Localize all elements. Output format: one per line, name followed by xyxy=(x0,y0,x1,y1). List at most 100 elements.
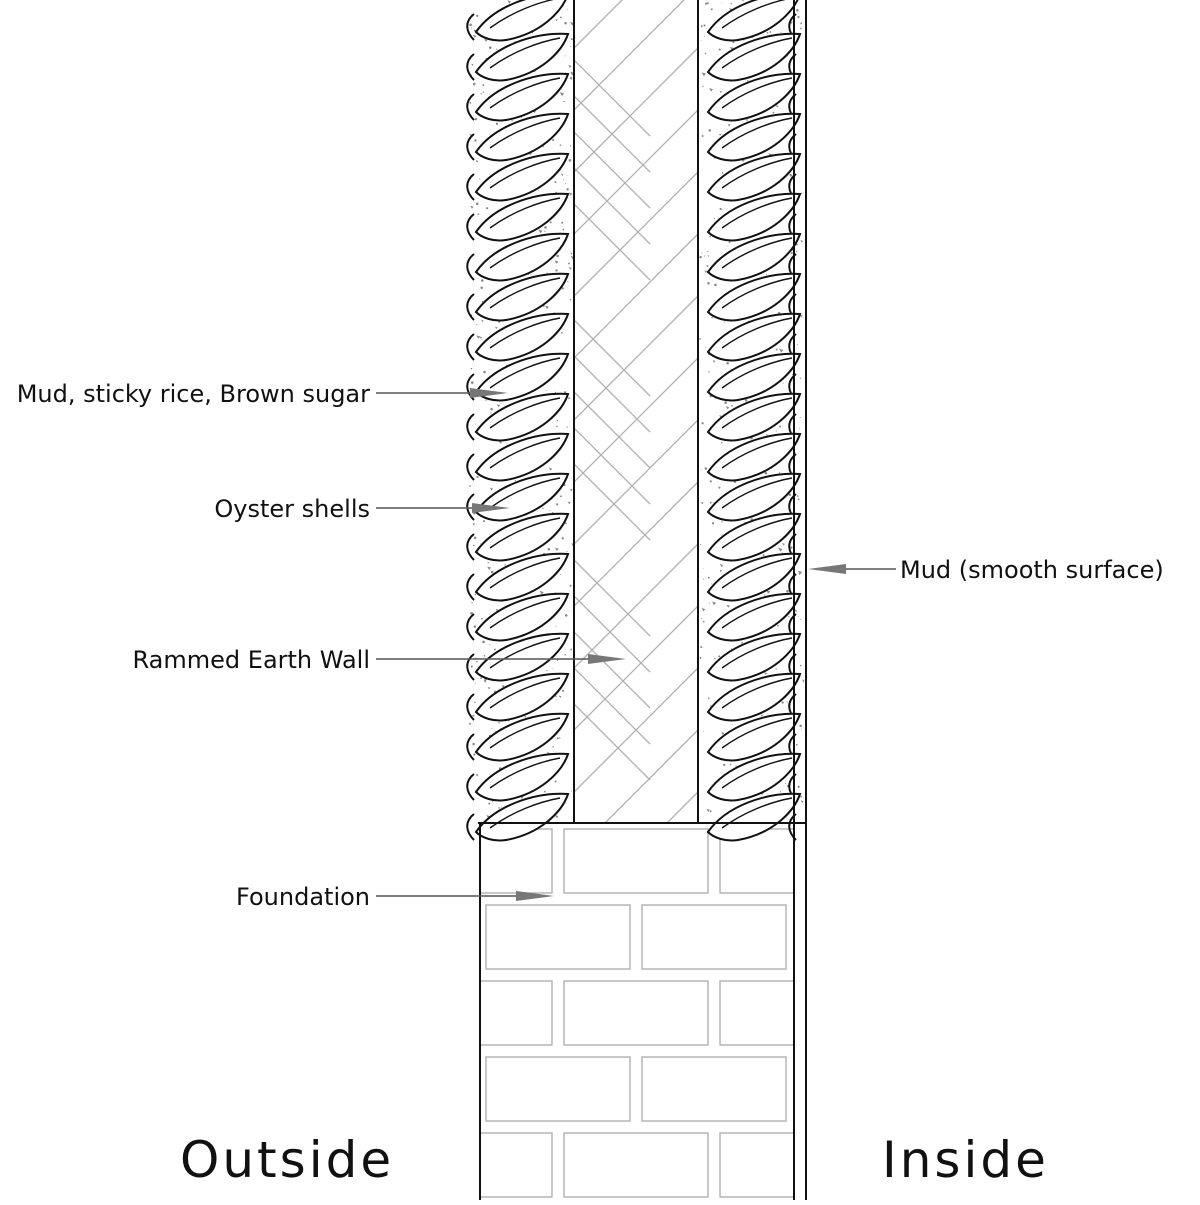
speckle xyxy=(801,679,804,683)
speckle xyxy=(470,367,473,370)
brick xyxy=(798,1057,942,1121)
shell-outline xyxy=(474,192,570,242)
speckle xyxy=(480,286,483,289)
speckle xyxy=(790,252,793,255)
speckle xyxy=(728,8,733,12)
speckle xyxy=(746,119,749,121)
speckle xyxy=(547,548,551,551)
speckle xyxy=(800,377,802,379)
speckle xyxy=(709,88,714,92)
speckle xyxy=(721,172,724,174)
oyster-shell xyxy=(466,152,570,202)
shell-hinge xyxy=(466,133,475,161)
speckle xyxy=(800,239,804,243)
oyster-shell xyxy=(466,752,570,802)
speckle xyxy=(556,254,559,258)
speckle xyxy=(719,207,722,211)
label-inside: Inside xyxy=(882,1131,1049,1189)
speckle xyxy=(568,192,573,196)
shell-hinge xyxy=(466,613,475,641)
speckle xyxy=(475,423,477,425)
speckle xyxy=(718,48,721,51)
oyster-shell xyxy=(706,552,802,602)
shell-outline xyxy=(474,512,570,562)
hatch-line xyxy=(574,419,698,545)
speckle xyxy=(709,235,711,238)
speckle xyxy=(472,714,475,717)
speckle xyxy=(700,501,704,505)
shell-lip xyxy=(489,597,561,629)
speckle xyxy=(568,397,571,400)
speckle xyxy=(777,624,779,627)
speckle xyxy=(469,23,472,27)
speckle xyxy=(473,34,477,38)
speckle xyxy=(779,791,781,793)
speckle xyxy=(480,336,482,339)
hatch-cross-line xyxy=(574,391,651,469)
oyster-shell xyxy=(706,312,802,362)
shell-lip xyxy=(489,277,561,309)
speckle xyxy=(569,77,573,80)
hatch-line xyxy=(574,0,685,111)
shell-hinge xyxy=(466,253,475,281)
speckle xyxy=(799,416,801,418)
speckle xyxy=(764,672,768,676)
speckle xyxy=(474,139,477,142)
speckle xyxy=(788,493,792,497)
speckle xyxy=(475,160,478,163)
speckle xyxy=(482,640,485,644)
speckle xyxy=(701,252,703,254)
speckle xyxy=(781,701,784,704)
speckle xyxy=(722,763,726,767)
shell-outline xyxy=(706,192,802,242)
speckle xyxy=(470,612,473,615)
brick xyxy=(485,904,631,970)
oyster-shells-outer-layer xyxy=(466,0,570,842)
oyster-shell xyxy=(466,72,570,122)
speckle xyxy=(721,521,724,523)
shell-hinge xyxy=(466,213,475,241)
speckle xyxy=(782,543,785,546)
shell-outline xyxy=(706,392,802,442)
speckle xyxy=(798,427,800,429)
speckle xyxy=(476,14,479,18)
speckle xyxy=(726,245,728,247)
speckle xyxy=(728,123,731,127)
speckle xyxy=(702,620,705,623)
shell-hinge xyxy=(466,53,475,81)
shell-outline xyxy=(474,312,570,362)
speckle xyxy=(469,485,471,487)
speckle xyxy=(800,22,803,25)
speckle xyxy=(795,743,798,746)
oyster-shell xyxy=(706,792,802,842)
speckle xyxy=(564,391,567,394)
speckle xyxy=(555,815,558,818)
speckle xyxy=(568,159,572,162)
brick xyxy=(641,1056,787,1122)
speckle xyxy=(701,72,707,77)
speckle xyxy=(724,401,727,404)
hatch-line xyxy=(574,233,698,359)
shell-hinge xyxy=(466,13,475,41)
speckle xyxy=(546,669,548,672)
shell-lip xyxy=(489,437,561,469)
shell-outline xyxy=(706,472,802,522)
speckle xyxy=(705,2,708,5)
speckle xyxy=(796,8,799,12)
speckle xyxy=(797,785,800,788)
shell-lip xyxy=(489,77,561,109)
speckle xyxy=(766,31,769,34)
speckle xyxy=(490,407,493,411)
speckle xyxy=(559,144,562,147)
speckle xyxy=(700,469,702,471)
speckle xyxy=(735,765,737,767)
shell-lip xyxy=(489,637,561,669)
shell-outline xyxy=(474,792,570,842)
speckle xyxy=(511,161,513,163)
speckle xyxy=(490,412,492,414)
shell-lip xyxy=(489,0,554,29)
hatch-line xyxy=(574,543,698,669)
speckle xyxy=(563,179,565,181)
speckle xyxy=(566,8,568,10)
speckle xyxy=(701,134,704,137)
